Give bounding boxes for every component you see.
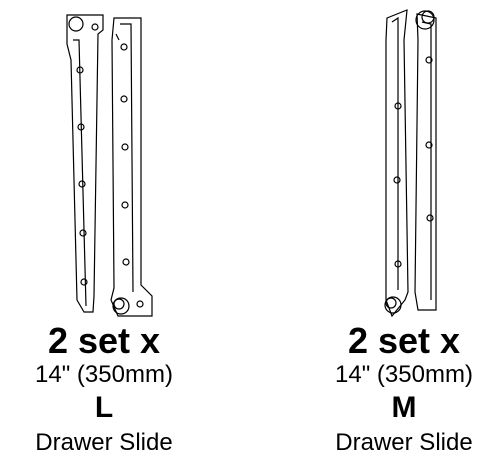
slide-description: Drawer Slide — [35, 429, 173, 456]
slide-letter: L — [94, 391, 114, 424]
quantity-label: 2 set x — [347, 320, 461, 361]
drawer-slide-m-drawing — [384, 9, 437, 318]
caption-m: 2 set x 14" (350mm) M Drawer Slide — [304, 323, 504, 455]
drawer-slide-l-drawing — [66, 14, 153, 317]
quantity-label: 2 set x — [47, 320, 161, 361]
size-label: 14" (350mm) — [335, 361, 473, 388]
slide-letter: M — [391, 391, 417, 424]
size-label: 14" (350mm) — [35, 361, 173, 388]
slide-description: Drawer Slide — [335, 429, 473, 456]
caption-l: 2 set x 14" (350mm) L Drawer Slide — [4, 323, 204, 455]
